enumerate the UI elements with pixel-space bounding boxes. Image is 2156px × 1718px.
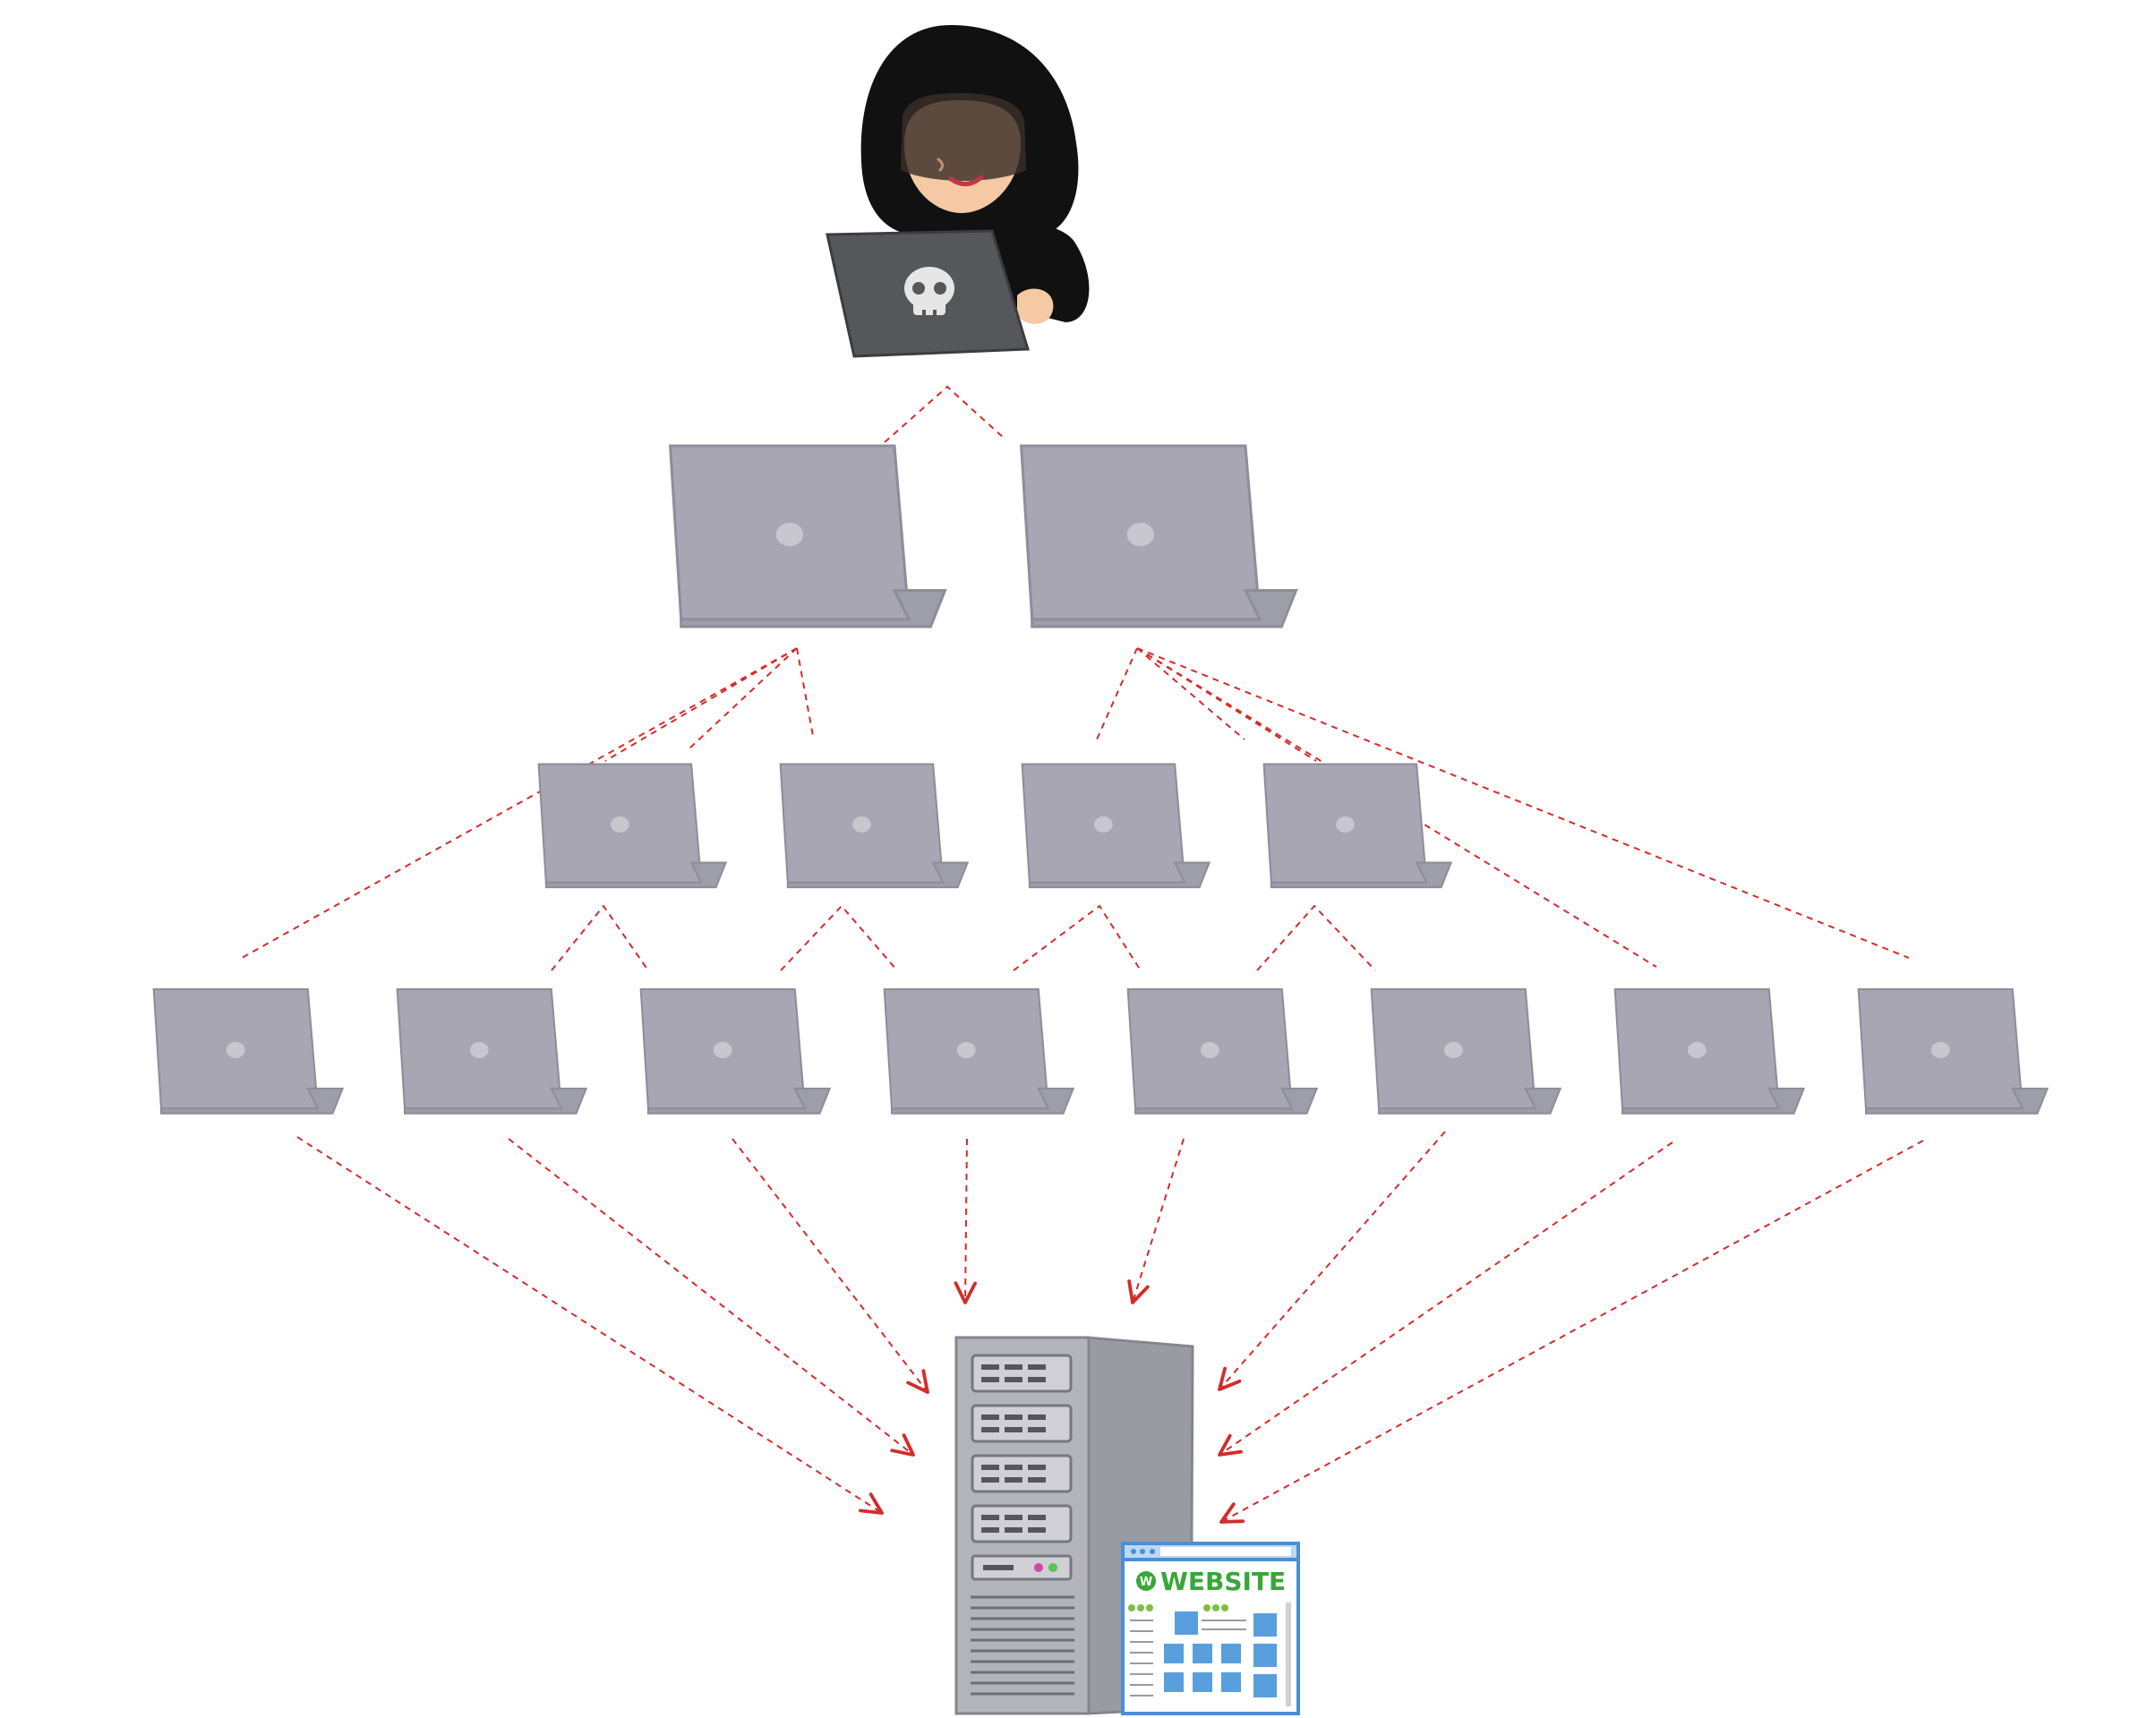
laptop-icon <box>669 444 947 628</box>
attack-arrow <box>1219 1140 1924 1524</box>
attack-arrow <box>954 1138 977 1304</box>
botnet-laptops <box>152 444 2049 1115</box>
website-logo-letter: W <box>1140 1576 1152 1589</box>
attack-arrow <box>732 1138 929 1394</box>
link-tier1-left <box>241 647 814 959</box>
skull-icon <box>904 267 954 317</box>
attack-arrow <box>1127 1138 1185 1304</box>
laptop-icon <box>1613 987 1805 1115</box>
laptop-icon <box>537 763 727 889</box>
laptop-icon <box>883 987 1074 1115</box>
laptop-icon <box>1021 763 1211 889</box>
website-logo <box>1136 1571 1156 1591</box>
laptop-icon <box>639 987 831 1115</box>
laptop-icon <box>396 987 587 1115</box>
attack-arrows <box>296 1131 1924 1524</box>
attack-arrow <box>1218 1141 1673 1457</box>
server-vent <box>971 1595 1074 1696</box>
website-window-icon: W WEBSITE <box>1121 1542 1300 1715</box>
hooded-hacker-icon <box>826 25 1090 358</box>
connection-links <box>241 385 1910 971</box>
attacker-laptop <box>826 229 1030 358</box>
attack-arrow <box>296 1136 884 1515</box>
laptop-icon <box>779 763 969 889</box>
link-attacker-tier1 <box>884 385 1005 443</box>
website-content <box>1164 1611 1277 1697</box>
laptop-icon <box>152 987 344 1115</box>
attack-arrow <box>508 1138 915 1457</box>
laptop-icon <box>1126 987 1318 1115</box>
link-tier1-right <box>1096 647 1910 968</box>
laptop-icon <box>1857 987 2049 1115</box>
link-tier2-to-tier3 <box>551 904 1376 971</box>
website-title: WEBSITE <box>1160 1567 1286 1596</box>
laptop-icon <box>1370 987 1561 1115</box>
laptop-icon <box>1020 444 1298 628</box>
laptop-icon <box>1262 763 1452 889</box>
attack-arrow <box>1218 1131 1446 1391</box>
